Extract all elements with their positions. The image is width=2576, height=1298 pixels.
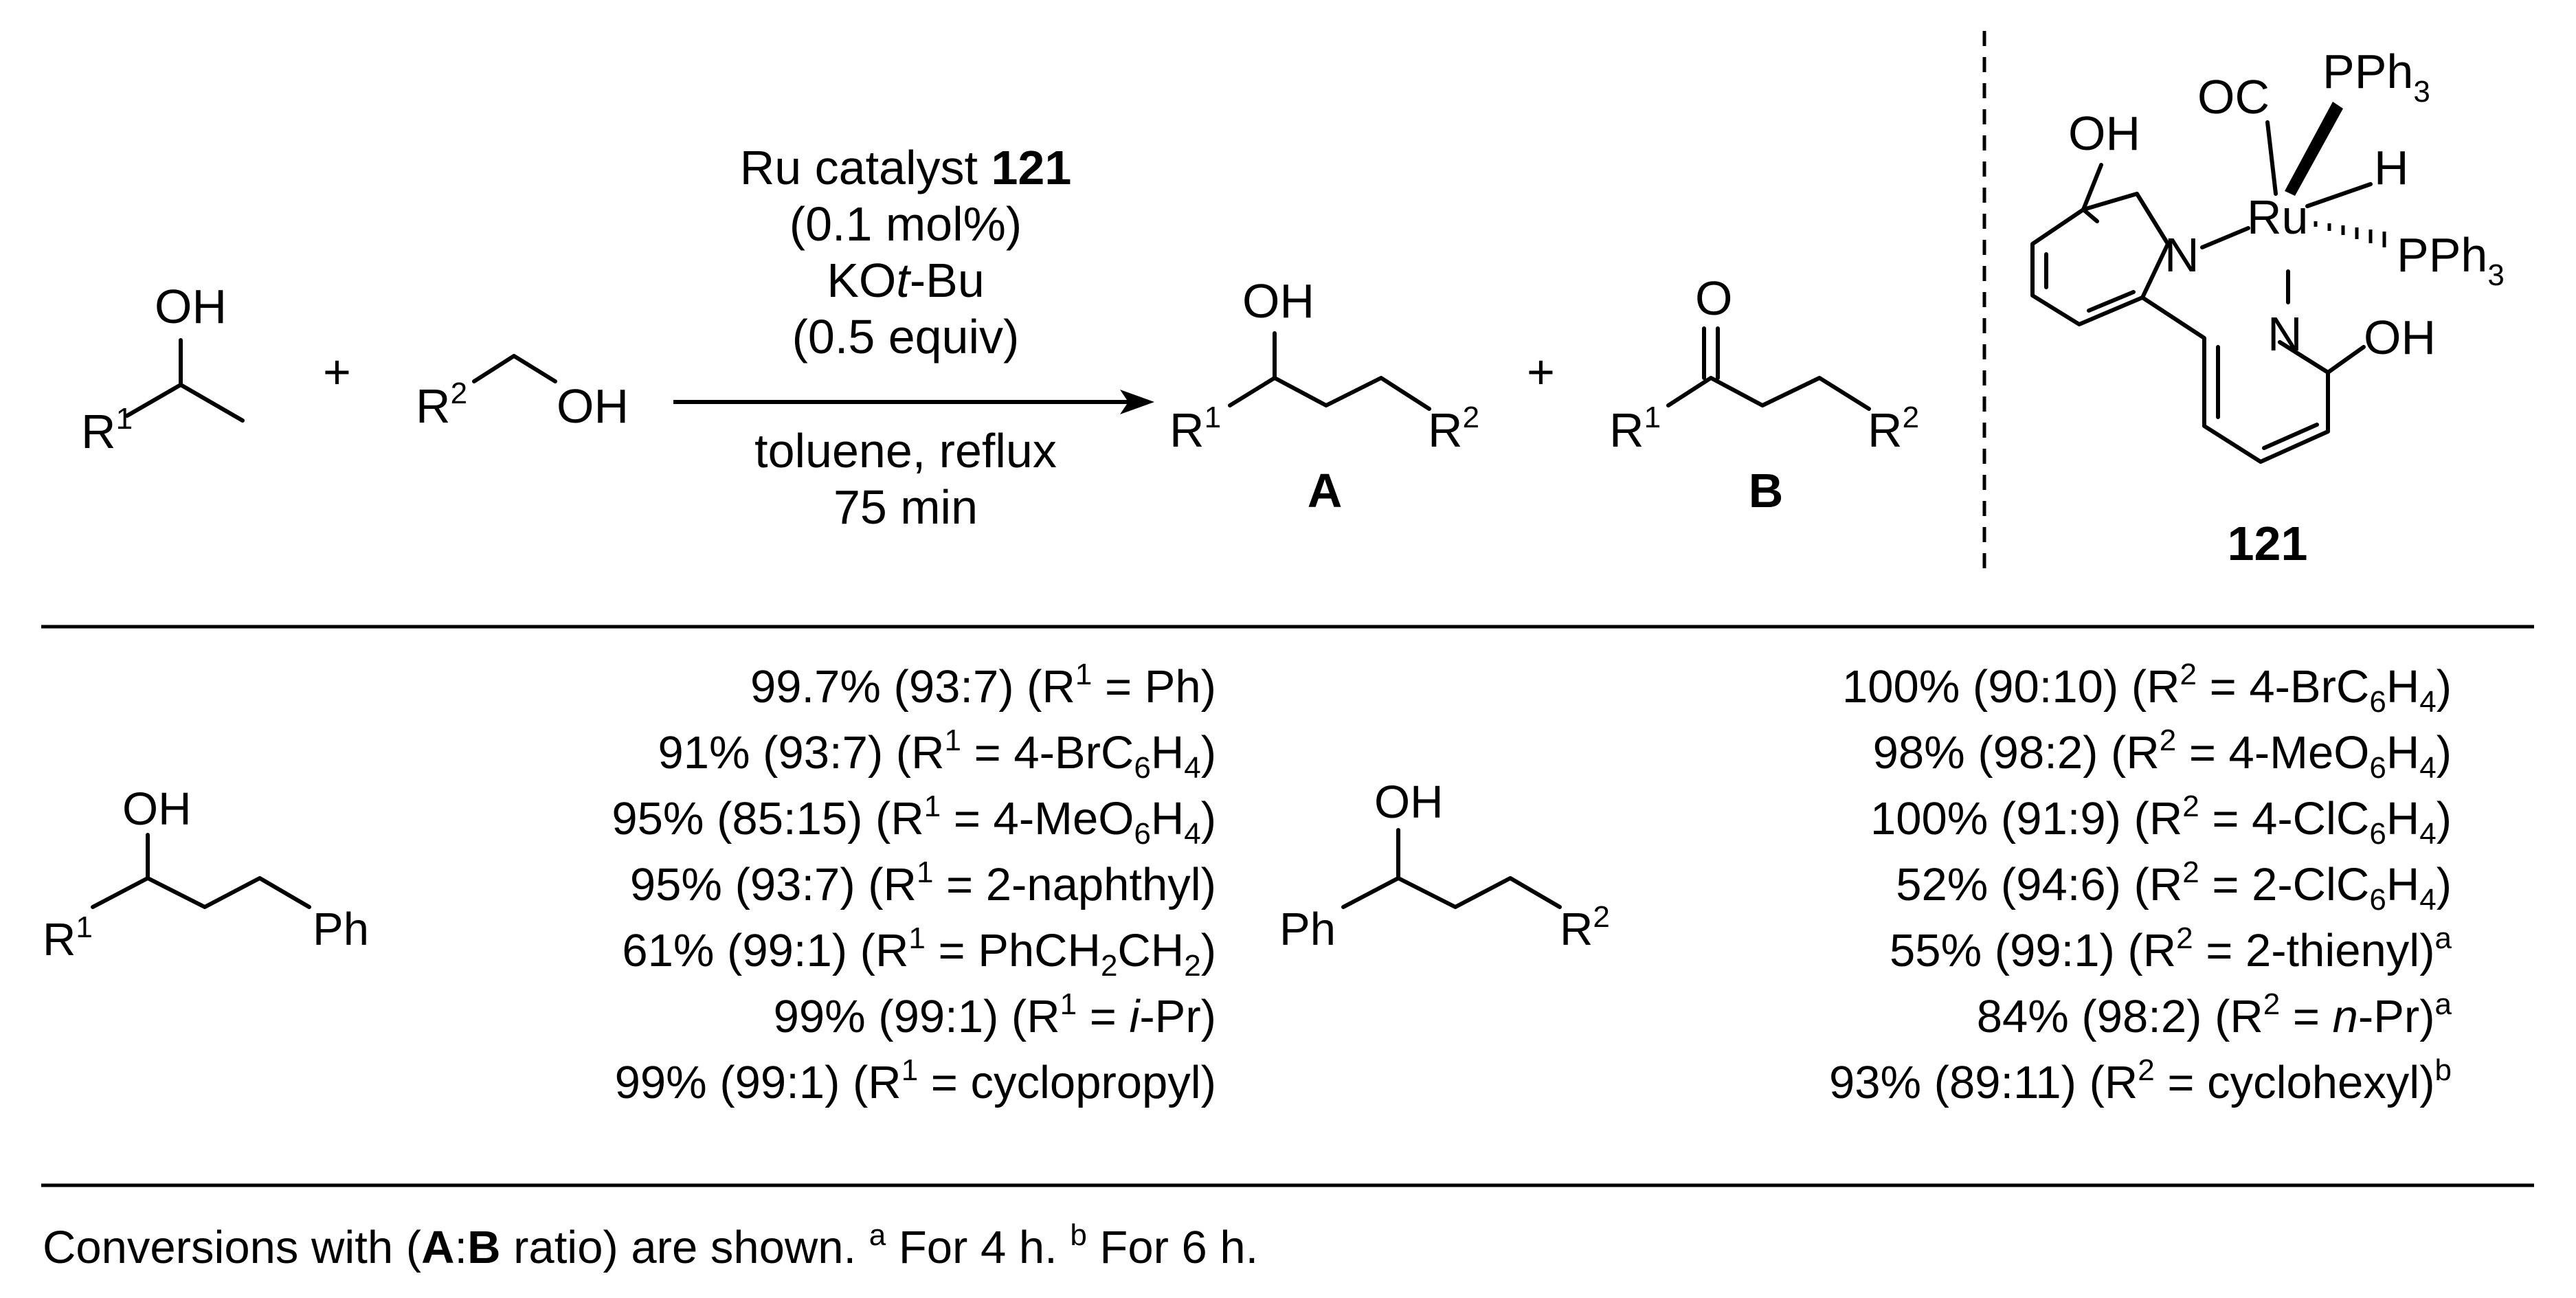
table-right-oh: OH — [1374, 776, 1444, 828]
catalyst-upper-pyridine-ring — [2030, 192, 2170, 326]
reagent-2-r: R2 — [416, 377, 467, 433]
catalyst-label: 121 — [2228, 517, 2308, 570]
plus-sign-1: + — [323, 345, 351, 399]
footnote: Conversions with (A:B ratio) are shown. … — [43, 1218, 1258, 1273]
catalyst-121-structure: OH OC PPh3 H Ru PPh3 N N OH 121 — [2030, 45, 2505, 570]
table-left-r: R1 — [43, 910, 93, 965]
table-left-row: 95% (85:15) (R1 = 4-MeO6H4) — [612, 790, 1216, 851]
table-right-bonds — [1341, 828, 1562, 909]
catalyst-lower-ring-inner-bonds — [2216, 340, 2330, 450]
condition-catalyst: Ru catalyst 121 — [740, 141, 1072, 194]
catalyst-hydroxyl-bond-right — [2326, 345, 2366, 374]
catalyst-h: H — [2374, 141, 2409, 194]
table-left-row: 95% (93:7) (R1 = 2-naphthyl) — [630, 855, 1216, 910]
reagent-1-oh: OH — [155, 280, 227, 333]
table-right-row: 100% (90:10) (R2 = 4-BrC6H4) — [1842, 658, 2452, 719]
catalyst-n-lower: N — [2267, 307, 2303, 361]
product-b-label: B — [1749, 464, 1784, 517]
table-left-column: 99.7% (93:7) (R1 = Ph) 91% (93:7) (R1 = … — [612, 658, 1216, 1108]
product-a-structure: OH R1 R2 A — [1169, 274, 1479, 517]
table-left-row: 99% (99:1) (R1 = i-Pr) — [774, 987, 1216, 1042]
table-right-r: R2 — [1560, 900, 1610, 955]
table-right-column: 100% (90:10) (R2 = 4-BrC6H4) 98% (98:2) … — [1829, 658, 2452, 1108]
catalyst-pph3-top: PPh3 — [2322, 45, 2430, 109]
table-left-ph: Ph — [313, 904, 369, 955]
condition-loading: (0.1 mol%) — [789, 197, 1022, 251]
catalyst-hashed-bond — [2314, 221, 2386, 247]
product-b-r2: R2 — [1868, 401, 1919, 457]
condition-base-amount: (0.5 equiv) — [792, 310, 1020, 363]
product-a-r1: R1 — [1169, 401, 1221, 457]
catalyst-pph3-right: PPh3 — [2397, 228, 2505, 292]
reagent-2-oh: OH — [557, 379, 629, 433]
reagent-1-structure: OH R1 — [81, 280, 245, 458]
product-b-structure: O R1 R2 B — [1609, 271, 1919, 517]
plus-sign-2: + — [1527, 345, 1555, 399]
catalyst-ru-co-bond — [2265, 120, 2278, 196]
catalyst-oh-top: OH — [2068, 107, 2140, 160]
table-left-row: 99.7% (93:7) (R1 = Ph) — [750, 658, 1216, 713]
table-right-structure: OH Ph R2 — [1279, 776, 1610, 955]
catalyst-n-left: N — [2164, 228, 2199, 282]
catalyst-oc: OC — [2197, 70, 2270, 124]
product-a-r2: R2 — [1428, 401, 1479, 457]
condition-solvent: toluene, reflux — [754, 424, 1057, 478]
table-right-row: 98% (98:2) (R2 = 4-MeO6H4) — [1873, 724, 2452, 785]
product-b-r1: R1 — [1609, 401, 1661, 457]
reagent-1-bonds — [125, 338, 245, 423]
table-right-row: 100% (91:9) (R2 = 4-ClC6H4) — [1870, 790, 2452, 851]
product-a-bonds — [1228, 331, 1431, 411]
catalyst-oh-right: OH — [2364, 311, 2436, 364]
arrow-head — [1120, 390, 1154, 414]
catalyst-hydroxyl-bond-top — [2081, 163, 2103, 212]
catalyst-ru-h-bond — [2305, 182, 2373, 208]
catalyst-wedge-bond — [2285, 102, 2343, 196]
reaction-arrow — [673, 390, 1154, 414]
table-left-row: 61% (99:1) (R1 = PhCH2CH2) — [622, 921, 1216, 983]
table-left-oh: OH — [122, 783, 192, 835]
condition-base: KOt-Bu — [827, 254, 985, 307]
catalyst-ru: Ru — [2247, 190, 2308, 244]
product-a-label: A — [1308, 464, 1343, 517]
catalyst-upper-ring-inner-bonds — [2044, 208, 2136, 313]
table-right-ph: Ph — [1279, 904, 1336, 955]
table-left-row: 91% (93:7) (R1 = 4-BrC6H4) — [658, 724, 1216, 785]
condition-time: 75 min — [833, 480, 978, 534]
reagent-2-bonds — [472, 354, 557, 383]
reagent-1-r: R1 — [81, 402, 133, 458]
table-right-row: 55% (99:1) (R2 = 2-thienyl)a — [1890, 921, 2452, 976]
table-left-structure: OH R1 Ph — [43, 783, 369, 965]
product-b-bonds — [1666, 326, 1871, 411]
catalyst-ru-n-bonds — [2200, 226, 2290, 304]
table-left-row: 99% (99:1) (R1 = cyclopropyl) — [615, 1053, 1216, 1108]
table-left-bonds — [91, 833, 311, 909]
table-right-row: 52% (94:6) (R2 = 2-ClC6H4) — [1896, 855, 2452, 917]
table-right-row: 84% (98:2) (R2 = n-Pr)a — [1977, 987, 2452, 1042]
reaction-conditions: Ru catalyst 121 (0.1 mol%) KOt-Bu (0.5 e… — [740, 141, 1072, 534]
product-b-o: O — [1695, 271, 1732, 325]
table-right-row: 93% (89:11) (R2 = cyclohexyl)b — [1829, 1053, 2452, 1108]
product-a-oh: OH — [1242, 274, 1314, 328]
reagent-2-structure: R2 OH — [416, 354, 629, 433]
